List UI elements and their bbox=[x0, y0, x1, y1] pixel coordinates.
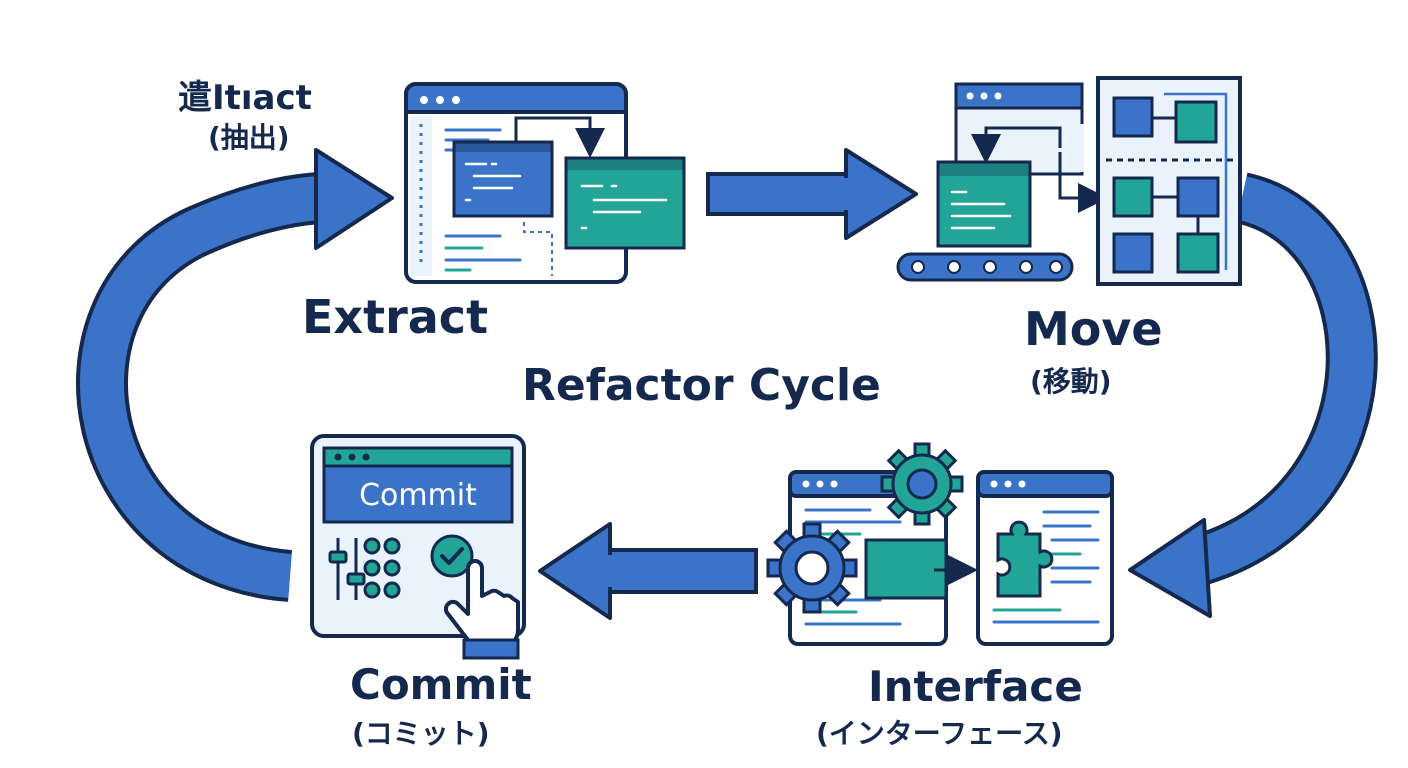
extract-label: Extract bbox=[302, 290, 489, 344]
commit-button-label: Commit bbox=[359, 478, 477, 513]
cycle-arrow-extract-to-move bbox=[706, 148, 918, 240]
cycle-arrow-commit-to-extract bbox=[76, 148, 394, 602]
extract-illustration bbox=[404, 82, 686, 284]
move-sublabel: (移動) bbox=[1030, 365, 1112, 398]
interface-illustration bbox=[766, 442, 1114, 646]
cycle-arrow-move-to-interface bbox=[1128, 172, 1378, 618]
extract-top-label: 遣Itıact bbox=[178, 78, 312, 118]
interface-sublabel: (インターフェース) bbox=[816, 717, 1063, 750]
commit-illustration bbox=[310, 434, 526, 660]
cycle-arrow-interface-to-commit bbox=[538, 522, 758, 620]
move-illustration bbox=[896, 76, 1242, 286]
extract-top-sublabel: (抽出) bbox=[208, 121, 290, 154]
diagram-title: Refactor Cycle bbox=[522, 360, 881, 411]
interface-label: Interface bbox=[868, 662, 1083, 711]
commit-sublabel: (コミット) bbox=[352, 717, 490, 750]
commit-label: Commit bbox=[350, 660, 532, 709]
move-label: Move bbox=[1024, 302, 1163, 356]
